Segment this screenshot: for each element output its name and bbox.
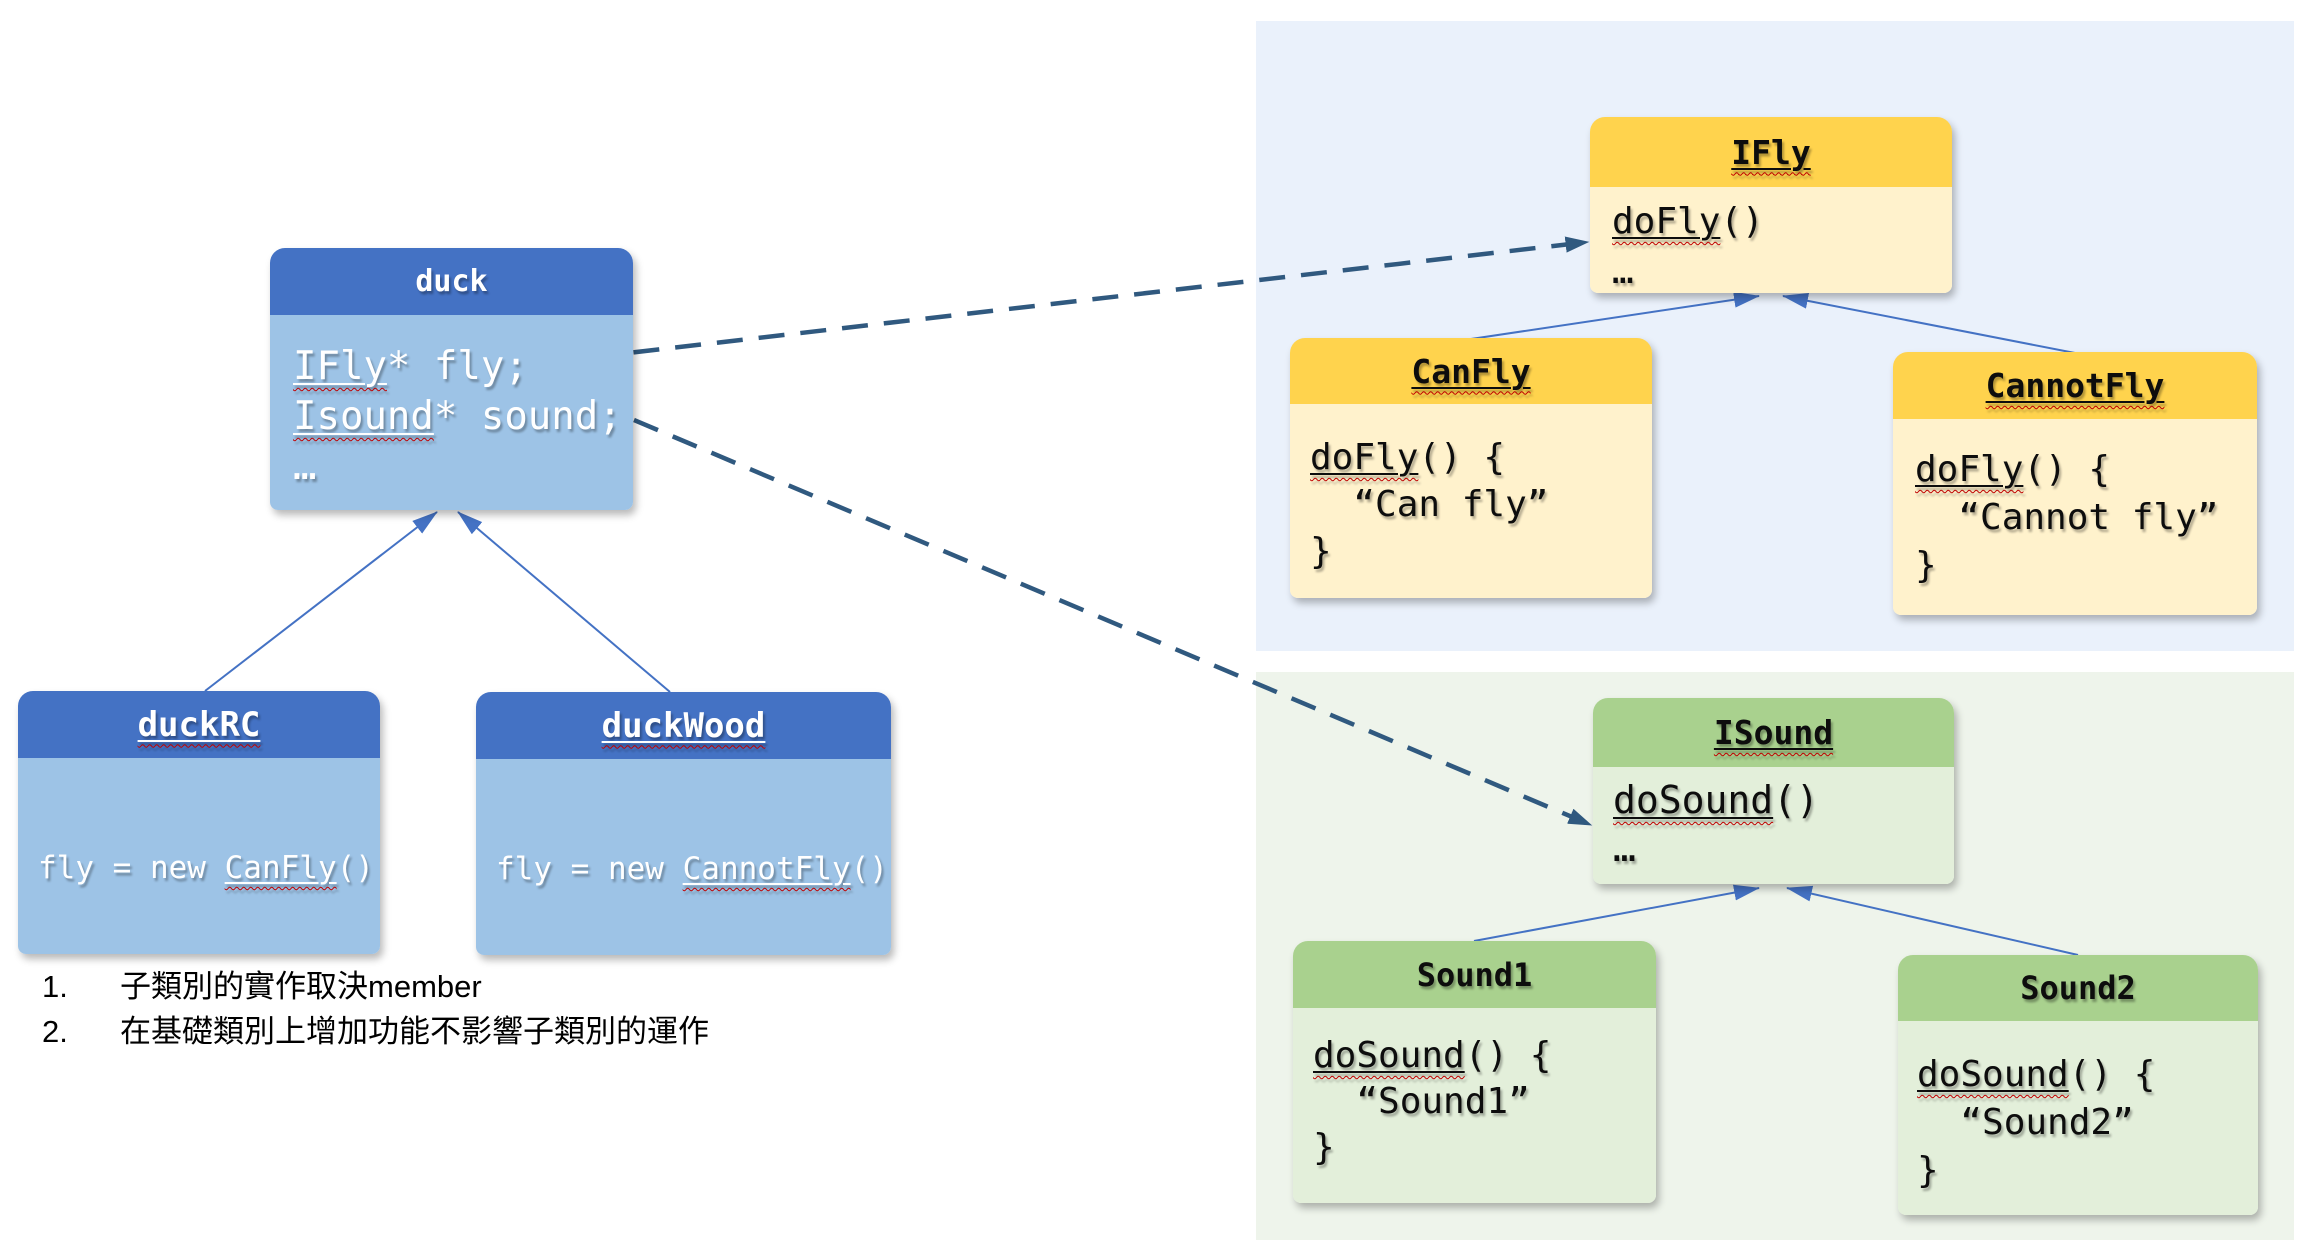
class-title: duckWood [601, 705, 766, 746]
code-line: doFly() { [1310, 434, 1652, 481]
class-body: doFly() { “Can fly”} [1290, 404, 1652, 598]
class-title: duck [415, 264, 488, 299]
class-box-sound2: Sound2 doSound() { “Sound2”} [1898, 955, 2258, 1215]
class-box-duckwood: duckWood fly = new CannotFly() [476, 692, 891, 955]
class-box-cannotfly: CannotFly doFly() { “Cannot fly”} [1893, 352, 2257, 615]
code-token: fly = new [38, 850, 225, 886]
class-body: fly = new CanFly() [18, 758, 380, 954]
class-body: doFly() { “Cannot fly”} [1893, 419, 2257, 615]
class-title: ISound [1713, 713, 1834, 752]
class-body: IFly* fly;Isound* sound;… [270, 315, 633, 510]
code-token: … [1613, 826, 1636, 870]
note-number: 2. [42, 1014, 68, 1049]
code-line: } [1915, 542, 2257, 590]
class-title: Sound1 [1416, 955, 1533, 994]
code-token: “Sound2” [1917, 1102, 2134, 1143]
code-token: () { [1418, 437, 1506, 478]
class-title: duckRC [137, 704, 261, 745]
code-token: () [1720, 201, 1764, 242]
underlined-token: doFly [1310, 437, 1419, 478]
note-text: 子類別的實作取決member [120, 969, 482, 1004]
underlined-token: doSound [1613, 778, 1774, 822]
note-line-1: 1. 子類別的實作取決member [42, 964, 709, 1009]
underlined-token: doSound [1917, 1054, 2069, 1095]
code-token: () [850, 851, 888, 887]
code-token: () [1773, 778, 1819, 822]
class-body: fly = new CannotFly() [476, 759, 891, 955]
underlined-token: CannotFly [682, 851, 851, 887]
class-header: IFly [1590, 117, 1952, 187]
code-token: } [1310, 531, 1332, 572]
code-token: … [293, 444, 317, 489]
note-line-2: 2. 在基礎類別上增加功能不影響子類別的運作 [42, 1009, 709, 1054]
class-box-canfly: CanFly doFly() { “Can fly”} [1290, 338, 1652, 598]
class-box-duck: duck IFly* fly;Isound* sound;… [270, 248, 633, 510]
note-text: 在基礎類別上增加功能不影響子類別的運作 [120, 1014, 709, 1049]
class-header: duckRC [18, 691, 380, 758]
code-token: } [1313, 1127, 1335, 1168]
code-line: fly = new CanFly() [38, 850, 374, 886]
class-box-duckrc: duckRC fly = new CanFly() [18, 691, 380, 954]
code-line: “Sound1” [1313, 1079, 1656, 1125]
code-token: } [1915, 545, 1937, 586]
code-token: fly = new [496, 851, 683, 887]
underlined-token: doFly [1915, 449, 2024, 490]
class-body: doFly()… [1590, 187, 1952, 293]
class-title: CanFly [1411, 351, 1531, 391]
code-token: } [1917, 1150, 1939, 1191]
class-body: doSound()… [1593, 767, 1954, 884]
class-title: CannotFly [1985, 366, 2165, 405]
class-box-ifly: IFly doFly()… [1590, 117, 1952, 293]
class-header: duckWood [476, 692, 891, 759]
code-line: “Can fly” [1310, 481, 1652, 528]
class-body: doSound() { “Sound1”} [1293, 1008, 1656, 1203]
underlined-token: Isound [293, 394, 434, 439]
inherit-arrow-duckwood-duck [457, 511, 671, 693]
code-line: doFly() [1612, 197, 1952, 247]
code-token: () [336, 850, 374, 886]
class-header: CannotFly [1893, 352, 2257, 419]
class-header: duck [270, 248, 633, 315]
code-line: IFly* fly; [293, 342, 633, 392]
underlined-token: IFly [293, 344, 387, 389]
class-body: doSound() { “Sound2”} [1898, 1021, 2258, 1215]
class-header: ISound [1593, 698, 1954, 767]
code-line: doSound() [1613, 776, 1954, 824]
underlined-token: doFly [1612, 201, 1721, 242]
code-line: fly = new CannotFly() [496, 851, 888, 887]
code-line: doFly() { [1915, 446, 2257, 494]
underlined-token: CanFly [224, 850, 337, 886]
code-line: … [293, 442, 633, 492]
inherit-arrow-duckrc-duck [204, 511, 438, 692]
class-header: Sound1 [1293, 941, 1656, 1008]
class-title: Sound2 [2020, 969, 2136, 1007]
code-token: () { [1464, 1035, 1552, 1076]
notes-list: 1. 子類別的實作取決member 2. 在基礎類別上增加功能不影響子類別的運作 [42, 964, 709, 1054]
code-token: “Can fly” [1310, 484, 1549, 525]
code-line: } [1310, 528, 1652, 575]
note-number: 1. [42, 969, 68, 1004]
class-header: CanFly [1290, 338, 1652, 404]
class-box-isound: ISound doSound()… [1593, 698, 1954, 884]
code-token: () { [2023, 449, 2111, 490]
class-box-sound1: Sound1 doSound() { “Sound1”} [1293, 941, 1656, 1203]
code-line: “Cannot fly” [1915, 494, 2257, 542]
code-token: … [1612, 251, 1634, 292]
code-line: Isound* sound; [293, 392, 633, 442]
class-title: IFly [1731, 132, 1811, 172]
code-token: “Cannot fly” [1915, 497, 2219, 538]
code-line: doSound() { [1313, 1033, 1656, 1079]
underlined-token: doSound [1313, 1035, 1465, 1076]
code-line: } [1917, 1147, 2258, 1195]
code-line: “Sound2” [1917, 1099, 2258, 1147]
code-line: … [1613, 824, 1954, 872]
code-line: … [1612, 247, 1952, 293]
code-token: () { [2068, 1054, 2156, 1095]
class-header: Sound2 [1898, 955, 2258, 1021]
code-token: * fly; [386, 344, 528, 389]
code-token: * sound; [433, 394, 622, 439]
code-line: doSound() { [1917, 1051, 2258, 1099]
code-token: “Sound1” [1313, 1081, 1530, 1122]
code-line: } [1313, 1125, 1656, 1171]
